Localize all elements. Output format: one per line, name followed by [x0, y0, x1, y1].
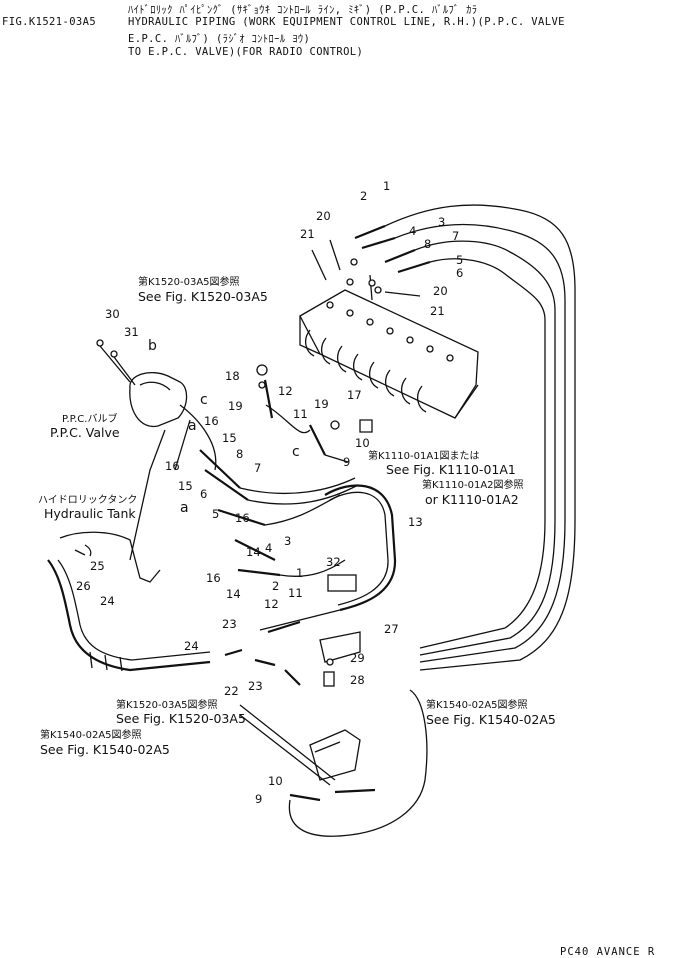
callout-7-mid: 7 — [254, 461, 261, 475]
callout-32: 32 — [326, 555, 341, 569]
callout-9-lower: 9 — [255, 792, 262, 806]
callout-12-lower: 12 — [264, 597, 279, 611]
callout-21-right: 21 — [430, 304, 445, 318]
callout-18: 18 — [225, 369, 240, 383]
callout-10-upper: 10 — [355, 436, 370, 450]
callout-17: 17 — [347, 388, 362, 402]
callout-15-a: 15 — [222, 431, 237, 445]
letter-c-left: c — [200, 392, 208, 408]
title-japanese-line-1: ﾊｲﾄﾞﾛﾘｯｸ ﾊﾟｲﾋﾟﾝｸﾞ (ｻｷﾞｮｳｷ ｺﾝﾄﾛｰﾙ ﾗｲﾝ, ﾐｷ… — [128, 4, 478, 16]
callout-20-left: 20 — [316, 209, 331, 223]
callout-15-b: 15 — [178, 479, 193, 493]
letter-a-lower: a — [180, 500, 189, 516]
epc-valve — [239, 689, 428, 837]
ref-k1520-jp-top: 第K1520-03A5図参照 — [138, 275, 240, 288]
callout-20-right: 20 — [433, 284, 448, 298]
fittings-22-29 — [224, 620, 361, 687]
top-fittings — [311, 204, 576, 671]
callout-13: 13 — [408, 515, 423, 529]
ref-k1110-01a2-jp: 第K1110-01A2図参照 — [422, 478, 524, 491]
callout-29: 29 — [350, 651, 365, 665]
callout-23-upper: 23 — [222, 617, 237, 631]
callout-8-mid: 8 — [236, 447, 243, 461]
callout-16-c: 16 — [235, 511, 250, 525]
model-footer: PC40 AVANCE R — [560, 946, 656, 958]
callout-14-lower: 14 — [226, 587, 241, 601]
callout-16-b: 16 — [165, 459, 180, 473]
callout-2-mid: 2 — [272, 579, 279, 593]
callout-11-lower: 11 — [288, 586, 303, 600]
callout-23-lower: 23 — [248, 679, 263, 693]
callout-24-upper: 24 — [100, 594, 115, 608]
ref-k1110-01a1-jp: 第K1110-01A1図または — [368, 449, 480, 462]
callout-5-mid: 5 — [212, 507, 219, 521]
ppc-valve-label-jp: P.P.C.バルブ — [62, 412, 117, 425]
letter-a-upper: a — [188, 418, 197, 434]
callout-28: 28 — [350, 673, 365, 687]
callout-16-d: 16 — [206, 571, 221, 585]
ref-k1520-en-top: See Fig. K1520-03A5 — [138, 289, 268, 304]
title-english-line-1: HYDRAULIC PIPING (WORK EQUIPMENT CONTROL… — [128, 16, 565, 28]
callout-12-upper: 12 — [278, 384, 293, 398]
control-valve-block — [299, 289, 479, 419]
callout-26: 26 — [76, 579, 91, 593]
title-english-line-2: TO E.P.C. VALVE)(FOR RADIO CONTROL) — [128, 46, 364, 58]
callout-27: 27 — [384, 622, 399, 636]
ref-k1520-en-bottom: See Fig. K1520-03A5 — [116, 711, 246, 726]
hydraulic-tank — [47, 531, 211, 672]
ppc-valve — [96, 339, 188, 428]
letter-c-right: c — [292, 444, 300, 460]
part-callouts: 1 2 3 4 5 6 7 8 20 21 20 21 30 31 18 19 … — [76, 179, 463, 806]
callout-19-left: 19 — [228, 399, 243, 413]
ref-k1520-jp-bottom: 第K1520-03A5図参照 — [116, 698, 218, 711]
callout-31: 31 — [124, 325, 139, 339]
reference-labels: 第K1520-03A5図参照 See Fig. K1520-03A5 第K111… — [40, 275, 556, 757]
tank-label-jp: ハイドロリックタンク — [38, 494, 137, 506]
ref-k1540-jp-right: 第K1540-02A5図参照 — [426, 698, 528, 711]
ref-k1540-en-left: See Fig. K1540-02A5 — [40, 742, 170, 757]
letter-b: b — [148, 338, 157, 354]
callout-1-mid: 1 — [296, 566, 303, 580]
callout-24-lower: 24 — [184, 639, 199, 653]
callout-21-left: 21 — [300, 227, 315, 241]
callout-3-top: 3 — [438, 215, 445, 229]
callout-9-upper: 9 — [343, 455, 350, 469]
callout-8-top: 8 — [424, 237, 431, 251]
callout-7-top: 7 — [452, 229, 459, 243]
callout-5-top: 5 — [456, 253, 463, 267]
callout-4-mid: 4 — [265, 541, 272, 555]
callout-4-top: 4 — [409, 224, 416, 238]
ref-k1110-01a2-en: or K1110-01A2 — [425, 492, 519, 507]
callout-11-upper: 11 — [293, 407, 308, 421]
callout-25: 25 — [90, 559, 105, 573]
hose-bundle — [259, 484, 397, 631]
callout-14-upper: 14 — [246, 545, 261, 559]
callout-6-mid: 6 — [200, 487, 207, 501]
tank-label-en: Hydraulic Tank — [44, 506, 136, 521]
fittings-9-19 — [256, 364, 373, 463]
connection-letters: b a a c c — [148, 338, 300, 516]
ref-k1540-en-right: See Fig. K1540-02A5 — [426, 712, 556, 727]
component-labels: P.P.C.バルブ P.P.C. Valve ハイドロリックタンク Hydrau… — [38, 412, 137, 521]
ref-k1540-jp-left: 第K1540-02A5図参照 — [40, 728, 142, 741]
title-japanese-line-2: E.P.C. ﾊﾞﾙﾌﾞ) (ﾗｼﾞｵ ｺﾝﾄﾛｰﾙ ﾖｳ) — [128, 33, 311, 45]
callout-10-lower: 10 — [268, 774, 283, 788]
ref-k1110-01a1-en: See Fig. K1110-01A1 — [386, 462, 516, 477]
callout-30: 30 — [105, 307, 120, 321]
callout-1-top: 1 — [383, 179, 390, 193]
callout-3-mid: 3 — [284, 534, 291, 548]
figure-id: FIG.K1521-03A5 — [2, 16, 97, 28]
callout-22: 22 — [224, 684, 239, 698]
ppc-hoses — [129, 404, 359, 577]
ppc-valve-label-en: P.P.C. Valve — [50, 425, 120, 440]
callout-6-top: 6 — [456, 266, 463, 280]
callout-19-right: 19 — [314, 397, 329, 411]
callout-16-a: 16 — [204, 414, 219, 428]
callout-2-top: 2 — [360, 189, 367, 203]
